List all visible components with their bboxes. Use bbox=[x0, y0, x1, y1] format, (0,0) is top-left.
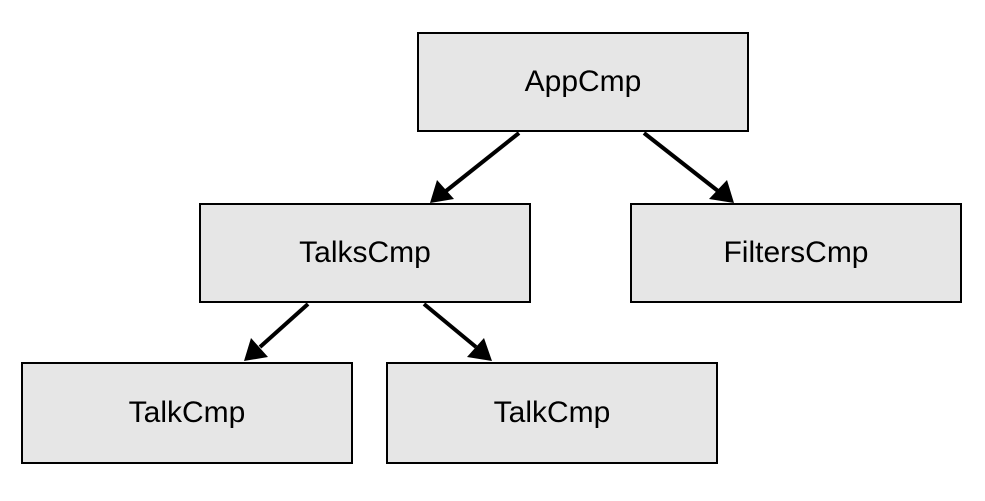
edge-app-to-filters bbox=[642, 131, 734, 203]
talk-component-node-left: TalkCmp bbox=[21, 362, 353, 464]
edge-talks-to-talk-left bbox=[244, 302, 310, 361]
filters-component-label: FiltersCmp bbox=[723, 236, 869, 269]
edge-app-to-talks bbox=[430, 131, 521, 203]
talk-component-label-left: TalkCmp bbox=[128, 396, 246, 429]
edge-talks-to-talk-right bbox=[422, 302, 492, 361]
talk-component-node-right: TalkCmp bbox=[386, 362, 718, 464]
talk-component-label-right: TalkCmp bbox=[493, 396, 611, 429]
app-component-node: AppCmp bbox=[417, 32, 749, 132]
app-component-label: AppCmp bbox=[524, 65, 642, 98]
talks-component-label: TalksCmp bbox=[299, 236, 431, 269]
talks-component-node: TalksCmp bbox=[199, 203, 531, 303]
filters-component-node: FiltersCmp bbox=[630, 203, 962, 303]
